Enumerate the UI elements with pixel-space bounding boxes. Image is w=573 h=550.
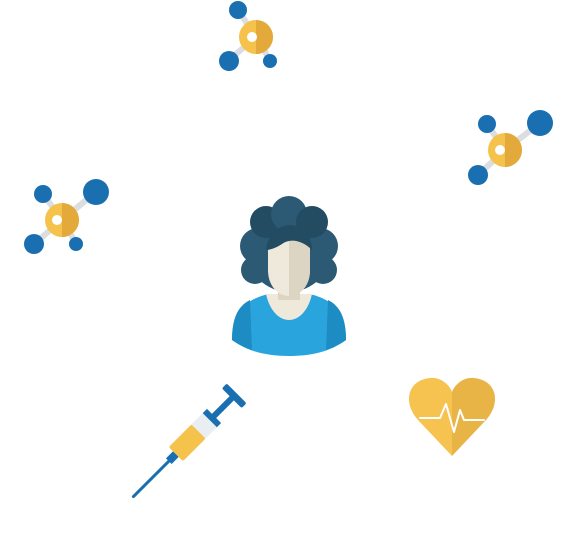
patient-avatar-icon	[232, 196, 346, 356]
heart-pulse-icon	[408, 377, 496, 456]
syringe-icon	[131, 384, 246, 499]
molecule-icon	[24, 179, 109, 254]
molecule-icon	[468, 110, 553, 185]
molecule-icon	[219, 1, 277, 71]
